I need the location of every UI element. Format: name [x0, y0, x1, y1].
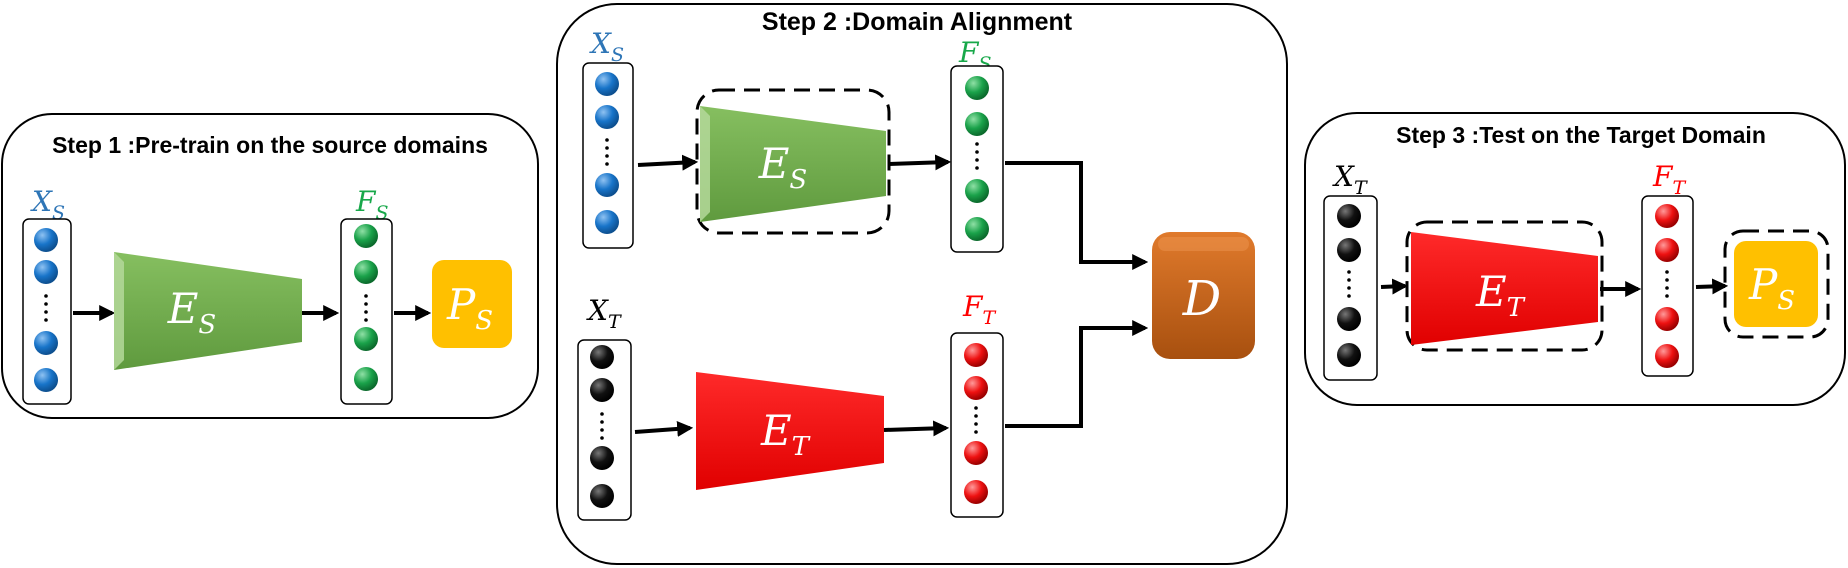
node [965, 76, 989, 100]
node [590, 345, 614, 369]
step3-predictor: PS [1723, 229, 1830, 339]
frozen-dashed-box [1723, 229, 1830, 339]
step3-feature-label: FT [1652, 160, 1686, 199]
arrow [887, 154, 952, 171]
step2-source-encoder-label: ES [758, 139, 807, 195]
node [1337, 307, 1361, 331]
node [354, 260, 378, 284]
node [965, 217, 989, 241]
step2-target-input-vector [577, 339, 632, 521]
node [1655, 238, 1679, 262]
step3-frame [1304, 112, 1846, 406]
node [965, 179, 989, 203]
node [595, 173, 619, 197]
step2-frame [556, 3, 1288, 565]
step2-source-input-vector [582, 62, 634, 249]
node [964, 480, 988, 504]
node [595, 72, 619, 96]
node [590, 446, 614, 470]
step2-target-encoder: ET [696, 372, 884, 490]
frozen-dashed-box [695, 88, 891, 235]
step3-title: Step 3 :Test on the Target Domain [1396, 122, 1766, 148]
step1-frame [1, 113, 539, 419]
arrow [1695, 278, 1729, 295]
step3-panel: Step 3 :Test on the Target Domain XT ET … [1304, 112, 1846, 406]
step1-feature-label: FS [355, 185, 388, 224]
node [964, 343, 988, 367]
node [590, 484, 614, 508]
node [964, 376, 988, 400]
node [595, 105, 619, 129]
node [595, 210, 619, 234]
step1-feature-vector [340, 218, 393, 405]
connector [1005, 161, 1149, 270]
step3-input-label: XT [1332, 160, 1368, 199]
node [1337, 204, 1361, 228]
node [34, 331, 58, 355]
step2-target-feature-label: FT [962, 290, 996, 329]
step1-input-label: XS [30, 185, 65, 224]
node [354, 327, 378, 351]
step2-source-input-label: XS [589, 27, 624, 66]
node [34, 368, 58, 392]
connector [1005, 320, 1149, 428]
step2-discriminator-label: D [1182, 271, 1221, 327]
node [964, 441, 988, 465]
step1-input-vector [22, 218, 72, 405]
step1-predictor: PS [432, 260, 512, 348]
step2-discriminator: D [1152, 232, 1255, 359]
node [34, 228, 58, 252]
step2-panel: Step 2 :Domain Alignment XS ES FS [556, 3, 1288, 565]
arrow [883, 420, 950, 437]
node [965, 112, 989, 136]
arrow [637, 154, 699, 171]
step3-predictor-label: PS [1748, 260, 1795, 316]
step2-target-input-label: XT [586, 294, 622, 333]
node [1337, 238, 1361, 262]
node [1655, 307, 1679, 331]
step2-target-feature-vector [950, 332, 1004, 518]
node [1655, 204, 1679, 228]
step1-encoder-label: ES [167, 284, 216, 340]
node [1337, 343, 1361, 367]
step3-input-vector [1323, 195, 1378, 381]
arrow [634, 420, 694, 437]
step1-source-encoder: ES [114, 252, 302, 370]
step2-source-feature-vector [950, 65, 1004, 253]
step3-target-encoder: ET [1405, 220, 1604, 352]
node [1655, 344, 1679, 368]
node [354, 367, 378, 391]
arrow [1380, 278, 1409, 295]
step1-panel: Step 1 :Pre-train on the source domains … [1, 113, 539, 419]
frozen-dashed-box [1405, 220, 1604, 352]
step3-feature-vector [1641, 195, 1694, 377]
node [590, 378, 614, 402]
step1-title: Step 1 :Pre-train on the source domains [52, 132, 488, 158]
node [354, 224, 378, 248]
step2-source-encoder: ES [695, 88, 891, 235]
step1-predictor-label: PS [446, 280, 493, 336]
step2-target-encoder-label: ET [760, 406, 811, 462]
step2-title: Step 2 :Domain Alignment [762, 8, 1073, 36]
step3-encoder-label: ET [1475, 267, 1526, 323]
node [34, 260, 58, 284]
